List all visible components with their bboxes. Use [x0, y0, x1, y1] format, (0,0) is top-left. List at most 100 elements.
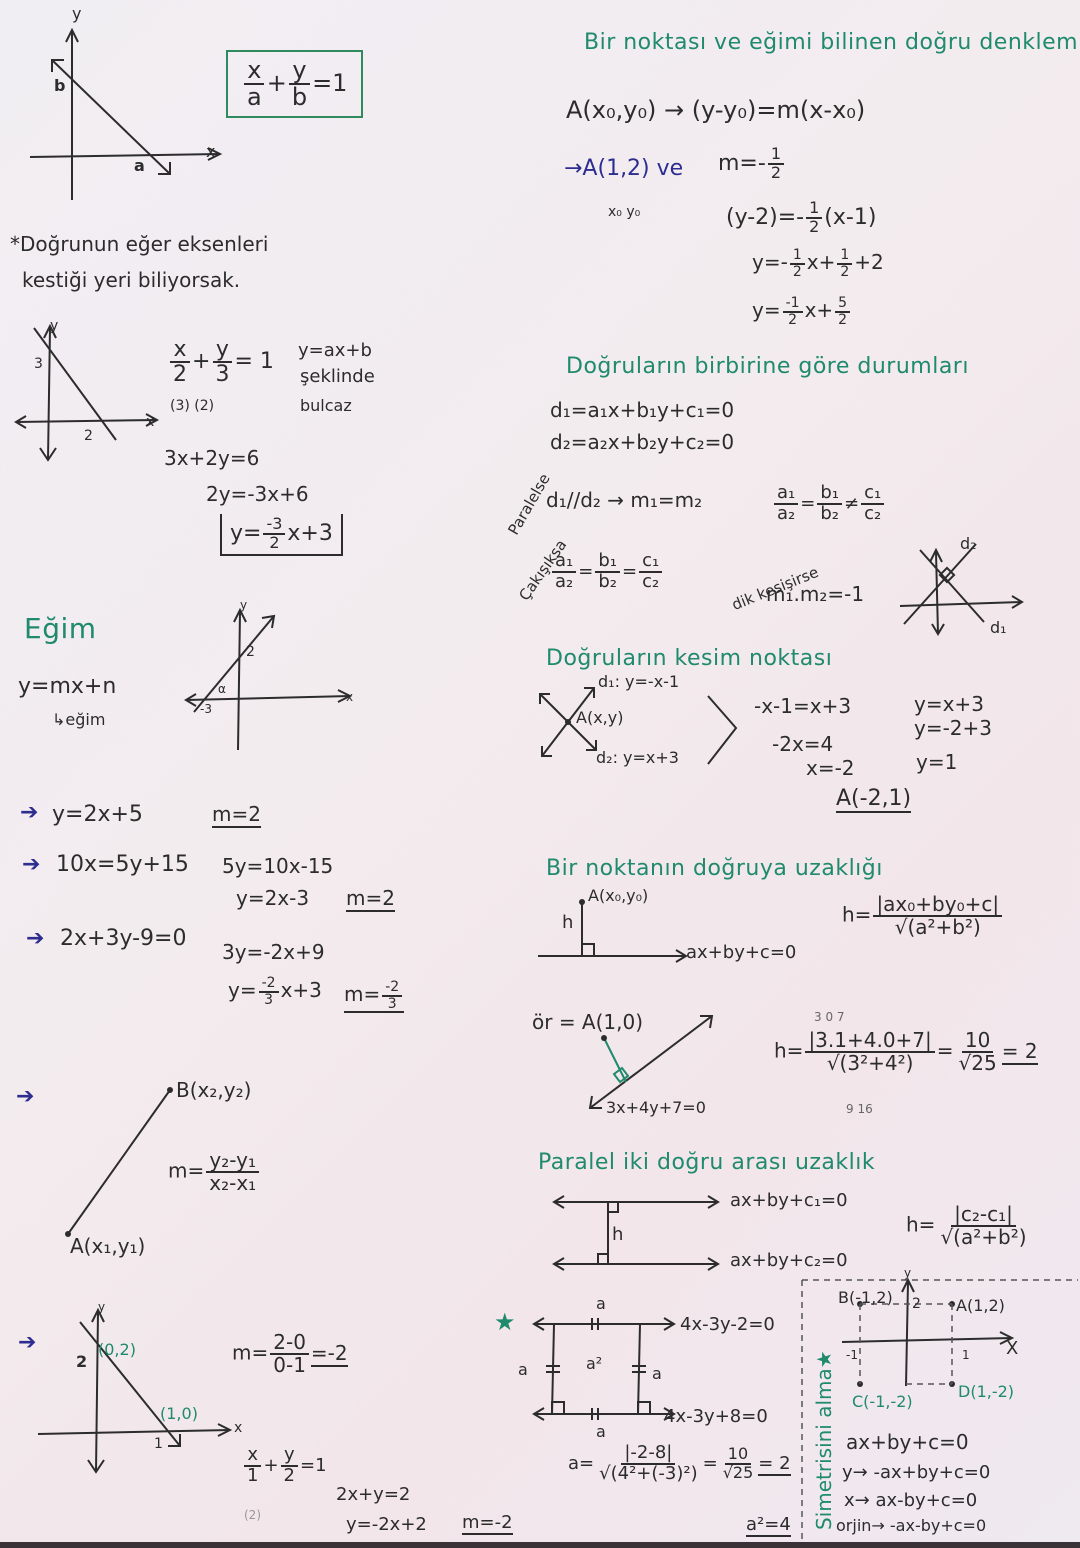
point-1-0: (1,0): [160, 1404, 198, 1423]
frac-num: 1: [837, 248, 853, 265]
equals: =: [800, 492, 816, 514]
intersection-point: A(x,y): [576, 708, 624, 727]
frac-den: 2: [792, 263, 802, 280]
intercept-note-line2: kestiği yeri biliyorsak.: [22, 268, 241, 292]
perpendicular-graph: [899, 543, 1024, 636]
symmetry-side-title: Simetrisini alma★: [812, 1350, 836, 1530]
star-icon: ★: [812, 1350, 836, 1369]
given: →A(1,2) ve: [564, 156, 684, 181]
equals: =: [936, 1038, 954, 1063]
example1-step2: 2y=-3x+6: [206, 482, 309, 506]
sym-axis-x: X: [1006, 1338, 1019, 1359]
frac-num: 1: [767, 145, 784, 165]
point-line-diagram: [538, 899, 688, 963]
point-A0: A(x₀,y₀): [588, 886, 649, 905]
side-title-text: Simetrisini alma: [812, 1368, 836, 1530]
frac-den: 2: [173, 362, 187, 388]
brace-icon: [707, 695, 738, 765]
lhs: y=: [230, 520, 262, 546]
result: =-2: [310, 1340, 348, 1367]
example2-step2: y=-2x+2: [346, 1514, 427, 1535]
intersection-step2: -2x=4: [772, 732, 834, 756]
frac-num: y: [212, 338, 232, 364]
example1-step1: 3x+2y=6: [164, 446, 260, 470]
intersection-right2: y=-2+3: [914, 716, 993, 740]
side-left: a: [518, 1360, 528, 1379]
x-intercept-label: -3: [200, 702, 212, 716]
point-B: B(x₂,y₂): [176, 1078, 252, 1102]
side-note-3: bulcaz: [300, 396, 352, 415]
frac-num: -2: [258, 976, 279, 993]
frac-num: |-2-8|: [621, 1443, 676, 1465]
frac-num: x: [170, 338, 190, 364]
multipliers: (3) (2): [170, 398, 215, 414]
intersection-d1: d₁: y=-x-1: [598, 672, 680, 691]
axis-x-label: x: [146, 414, 155, 430]
frac-num: x: [244, 57, 265, 86]
frac-num: 10: [961, 1030, 994, 1053]
symmetry-graph: [841, 1277, 1015, 1387]
frac-num: 2-0: [270, 1332, 309, 1355]
frac-den: b₂: [820, 502, 839, 524]
frac-den: 0-1: [273, 1353, 306, 1377]
sym-point-B: B(-1,2): [838, 1288, 893, 1307]
line-d2: d₂=a₂x+b₂y+c₂=0: [550, 430, 735, 454]
d2-label: d₂: [960, 534, 977, 553]
parallel-distance-formula: h=|c₂-c₁|√(a²+b²): [906, 1204, 1032, 1248]
lhs: (y-2)=-: [726, 204, 805, 230]
h-label: h: [562, 912, 574, 933]
area-label: a²: [586, 1354, 603, 1373]
point-slope-general: A(x₀,y₀) → (y-y₀)=m(x-x₀): [566, 96, 866, 124]
result: = 2: [1001, 1038, 1038, 1065]
lhs: y=: [752, 298, 781, 323]
parallel-lines-diagram: [552, 1195, 720, 1271]
frac-num: x: [244, 1445, 262, 1467]
example2-step1: 2x+y=2: [336, 1484, 411, 1505]
slope-example2-step1: 5y=10x-15: [222, 854, 334, 878]
arrow-icon: ➔: [22, 852, 41, 877]
rhs: =1: [300, 1454, 327, 1476]
lhs: m=-: [718, 150, 766, 176]
intersection-step3: x=-2: [806, 756, 855, 780]
multiplier: (2): [244, 1508, 261, 1522]
axis-y-label: y: [72, 4, 82, 23]
frac-den: 3: [264, 991, 274, 1008]
frac-num: -3: [263, 515, 286, 535]
line-d1: d₁=a₁x+b₁y+c₁=0: [550, 398, 735, 422]
frac-den: a₂: [555, 570, 574, 592]
square-diagram: [532, 1317, 676, 1421]
slope-arrow-label: ↳eğim: [52, 710, 106, 729]
lhs: h=: [774, 1038, 804, 1063]
sym-point-D: D(1,-2): [958, 1382, 1015, 1401]
intersection-graph: [539, 687, 597, 757]
frac-num: |ax₀+by₀+c|: [873, 894, 1003, 917]
side-note-1: y=ax+b: [298, 340, 372, 361]
frac-num: y₂-y₁: [206, 1150, 259, 1173]
slope-example3: 2x+3y-9=0: [60, 926, 187, 951]
frac-den: c₂: [642, 570, 660, 592]
star-icon: ★: [494, 1308, 516, 1336]
slope-example2-m: m=2: [346, 886, 395, 912]
parallel-condition: d₁//d₂ → m₁=m₂: [546, 488, 703, 512]
intersection-right3: y=1: [916, 750, 958, 774]
symmetry-dashed-border: [801, 1279, 1078, 1546]
arrow-icon: ➔: [26, 926, 45, 951]
sym-rule-2: y→ -ax+by+c=0: [842, 1462, 991, 1483]
frac-den: 2: [840, 263, 850, 280]
not-equals: ≠: [844, 492, 860, 514]
frac-den: b₂: [598, 570, 617, 592]
y-intercept-label: 2: [246, 644, 255, 660]
frac-num: y: [280, 1445, 298, 1467]
frac-den: √25: [722, 1462, 754, 1482]
intersection-step1: -x-1=x+3: [754, 694, 852, 718]
frac-num: b₁: [817, 483, 842, 505]
axis-y-label: y: [98, 1300, 106, 1314]
lhs: y=: [228, 978, 257, 1003]
frac-num: |3.1+4.0+7|: [805, 1030, 935, 1053]
